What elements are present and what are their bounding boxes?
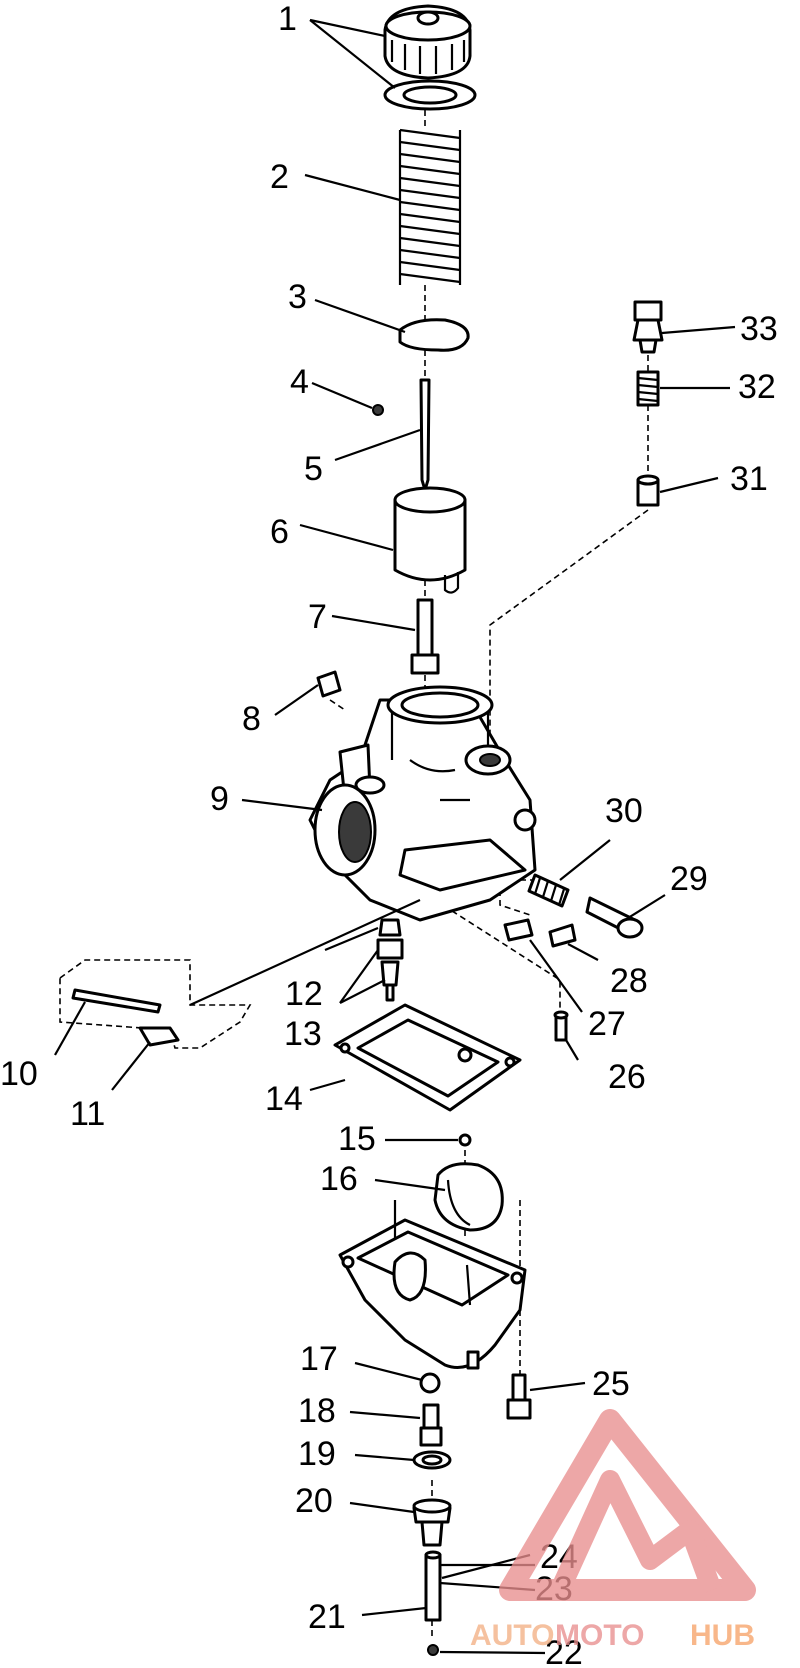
part-33-fitting <box>632 300 664 354</box>
callout-19: 19 <box>298 1435 336 1473</box>
callout-21: 21 <box>308 1598 346 1636</box>
callout-27: 27 <box>588 1005 626 1043</box>
part-3-clip-plate <box>398 318 470 352</box>
part-2-spring <box>398 128 462 285</box>
part-18-main-jet <box>419 1403 443 1447</box>
part-29-idle-screw <box>585 896 644 939</box>
part-25-screw <box>506 1373 532 1420</box>
callout-32: 32 <box>738 368 776 406</box>
callout-17: 17 <box>300 1340 338 1378</box>
part-32-spring <box>636 370 660 407</box>
callout-16: 16 <box>320 1160 358 1198</box>
callout-15: 15 <box>338 1120 376 1158</box>
callout-3: 3 <box>288 278 307 316</box>
watermark-text-auto: AUTO <box>470 1619 554 1652</box>
part-27-spring <box>503 918 534 942</box>
part-6-throttle-slide <box>393 486 467 594</box>
part-31-fitting <box>636 474 660 507</box>
part-9-carburetor-body <box>308 685 537 922</box>
callout-5: 5 <box>304 450 323 488</box>
part-20-drain-plug <box>412 1498 452 1547</box>
callout-20: 20 <box>295 1482 333 1520</box>
leader-lines <box>54 18 736 1655</box>
part-8-pilot-cap <box>316 670 342 698</box>
callout-22: 22 <box>545 1634 583 1668</box>
part-4-eclip <box>372 404 384 416</box>
callout-25: 25 <box>592 1365 630 1403</box>
watermark-text-hub: HUB <box>690 1619 755 1652</box>
callout-26: 26 <box>608 1058 646 1096</box>
part-7-needle-jet <box>410 598 440 675</box>
callout-11: 11 <box>70 1095 105 1133</box>
part-12-13-jets <box>376 918 404 1002</box>
callout-28: 28 <box>610 962 648 1000</box>
callout-8: 8 <box>242 700 261 738</box>
callout-13: 13 <box>284 1015 322 1053</box>
part-22-washer <box>427 1644 439 1656</box>
part-28-screw <box>548 923 577 948</box>
callout-29: 29 <box>670 860 708 898</box>
callout-10: 10 <box>0 1055 38 1093</box>
part-30-spring <box>527 873 570 908</box>
callout-4: 4 <box>290 363 309 401</box>
callout-18: 18 <box>298 1392 336 1430</box>
callout-33: 33 <box>740 310 778 348</box>
float-bowl <box>338 1200 527 1370</box>
callout-6: 6 <box>270 513 289 551</box>
watermark-text-moto: MOTO <box>555 1619 644 1652</box>
part-15-ball <box>458 1133 472 1147</box>
part-21-pilot-jet <box>424 1550 442 1622</box>
part-5-jet-needle <box>419 378 431 492</box>
callout-7: 7 <box>308 598 327 636</box>
callout-14: 14 <box>265 1080 303 1118</box>
callout-31: 31 <box>730 460 768 498</box>
part-14-gasket <box>333 1003 522 1112</box>
part-17-washer <box>419 1372 441 1394</box>
callout-2: 2 <box>270 158 289 196</box>
callout-9: 9 <box>210 780 229 818</box>
part-19-oring <box>412 1450 452 1470</box>
part-16-float <box>433 1162 504 1232</box>
part-10-11-bracket <box>59 898 421 1049</box>
callout-12: 12 <box>285 975 323 1013</box>
watermark: AUTO MOTO HUB <box>470 1409 756 1652</box>
watermark-logo <box>499 1409 756 1601</box>
part-26-screw <box>553 1010 569 1042</box>
part-1-cap <box>383 4 477 111</box>
callout-1: 1 <box>278 0 297 38</box>
callout-30: 30 <box>605 792 643 830</box>
